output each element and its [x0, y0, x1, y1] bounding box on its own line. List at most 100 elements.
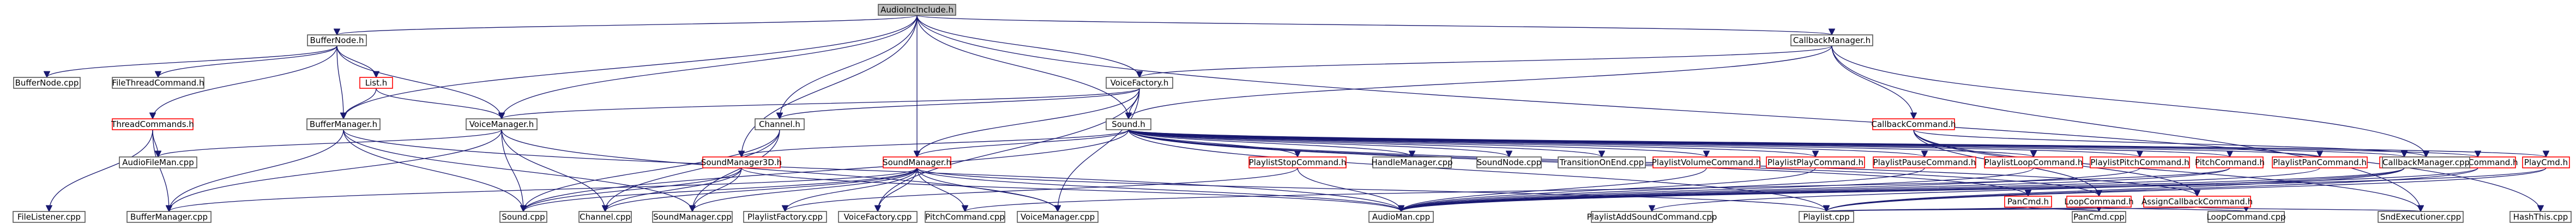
edge-sound-h-to-playlistvolumecommand-h [1128, 129, 1706, 158]
edge-buffernode-h-to-filethreadcommand-h [158, 45, 337, 78]
edge-sound-h-to-playcmd-h [1128, 129, 2546, 157]
edge-callbackmanager-h-to-voicefactory-h [1139, 45, 1832, 78]
node-box-pancmd-h [2004, 196, 2052, 208]
node-pitchcommand-cpp[interactable]: PitchCommand.cpp [925, 211, 1005, 223]
edge-threadcommands-h-to-buffermanager-cpp [152, 129, 169, 211]
node-playlistpitchcommand-h[interactable]: PlaylistPitchCommand.h [2090, 156, 2190, 168]
node-label-loopcommand-h: LoopCommand.h [2064, 197, 2133, 207]
node-playliststopcommand-h[interactable]: PlaylistStopCommand.h [1248, 156, 1347, 168]
node-audiofileman-cpp[interactable]: AudioFileMan.cpp [119, 156, 197, 168]
node-voicefactory-cpp[interactable]: VoiceFactory.cpp [838, 211, 918, 223]
node-label-playlist-cpp: Playlist.cpp [1803, 212, 1849, 222]
node-voicemanager-cpp[interactable]: VoiceManager.cpp [1017, 211, 1099, 223]
node-loopcommand-cpp[interactable]: LoopCommand.cpp [2206, 211, 2286, 223]
node-threadcommands-h[interactable]: ThreadCommands.h [111, 118, 194, 130]
node-label-playlistloopcommand-h: PlaylistLoopCommand.h [1984, 158, 2083, 167]
node-box-pitchcommand-cpp [925, 211, 1005, 223]
edge-sound-h-to-playlist-cpp [1128, 129, 1826, 211]
edge-audioincinclude-h-to-voicemanager-h [502, 15, 918, 119]
node-filelistener-cpp[interactable]: FileListener.cpp [13, 211, 86, 223]
node-playlistpancommand-h[interactable]: PlaylistPanCommand.h [2272, 156, 2368, 168]
edge-soundmanager-h-to-audioman-cpp [916, 167, 1401, 212]
edge-voicefactory-h-to-channel-h [780, 88, 1140, 119]
edge-audioincinclude-h-to-buffernode-h [337, 15, 918, 35]
node-callbackmanager-h[interactable]: CallbackManager.h [1790, 34, 1873, 46]
node-playlistplaycommand-h[interactable]: PlaylistPlayCommand.h [1766, 156, 1865, 168]
node-playlistaddsoundcommand-cpp[interactable]: PlaylistAddSoundCommand.cpp [1587, 211, 1717, 223]
edge-sound-h-to-playlistplaycommand-h [1128, 129, 1815, 158]
node-sndexecutioner-cpp[interactable]: SndExecutioner.cpp [2378, 211, 2464, 223]
node-box-soundnode-cpp [1476, 156, 1542, 168]
node-playlistfactory-cpp[interactable]: PlaylistFactory.cpp [743, 211, 827, 223]
edge-playlistpancommand-h-to-audioman-cpp [1401, 167, 2320, 212]
edge-audioincinclude-h-to-buffermanager-h [343, 15, 918, 119]
node-label-audioincinclude-h: AudioIncInclude.h [880, 5, 954, 15]
edge-sound-h-to-playlistpausecommand-h [1128, 129, 1925, 158]
node-buffernode-cpp[interactable]: BufferNode.cpp [13, 77, 81, 89]
edge-playlistpausecommand-h-to-audioman-cpp [1401, 167, 1925, 212]
edge-soundmanager-h-to-playlist-cpp [916, 167, 1826, 212]
edge-soundmanager-h-to-playlistfactory-cpp [785, 167, 918, 212]
node-label-channel-h: Channel.h [759, 119, 800, 129]
node-voicefactory-h[interactable]: VoiceFactory.h [1106, 77, 1173, 89]
node-transitiononend-cpp[interactable]: TransitionOnEnd.cpp [1558, 156, 1646, 168]
node-label-playlistpausecommand-h: PlaylistPauseCommand.h [1873, 158, 1976, 167]
node-soundmanager3d-h[interactable]: SoundManager3D.h [701, 156, 782, 168]
edge-buffermanager-h-to-audioman-cpp [343, 129, 1401, 211]
node-soundmanager-cpp[interactable]: SoundManager.cpp [652, 211, 733, 223]
node-box-channel-h [755, 118, 805, 130]
node-callbackcommand-h[interactable]: CallbackCommand.h [1871, 118, 1956, 130]
node-audioincinclude-h[interactable]: AudioIncInclude.h [878, 4, 956, 16]
edge-sound-h-to-playlistpitchcommand-h [1128, 129, 2140, 158]
node-buffermanager-cpp[interactable]: BufferManager.cpp [126, 211, 212, 223]
node-soundmanager-h[interactable]: SoundManager.h [883, 156, 951, 168]
node-filethreadcommand-h[interactable]: FileThreadCommand.h [112, 77, 204, 89]
edge-callbackmanager-h-to-callbackcommand-h [1831, 45, 1914, 119]
node-sound-h[interactable]: Sound.h [1106, 118, 1151, 130]
node-box-playlistvolumecommand-h [1652, 156, 1760, 168]
edge-sound-h-to-soundmanager-h [917, 129, 1129, 158]
node-playlistloopcommand-h[interactable]: PlaylistLoopCommand.h [1984, 156, 2083, 168]
node-voicemanager-h[interactable]: VoiceManager.h [466, 118, 538, 130]
node-callbackmanager-cpp[interactable]: CallbackManager.cpp [2382, 156, 2470, 168]
node-audioman-cpp[interactable]: AudioMan.cpp [1368, 211, 1434, 223]
node-channel-cpp[interactable]: Channel.cpp [578, 211, 632, 223]
node-pitchcommand-h[interactable]: PitchCommand.h [2195, 156, 2265, 168]
node-list-h[interactable]: List.h [359, 77, 393, 89]
node-sound-cpp[interactable]: Sound.cpp [499, 211, 547, 223]
node-label-buffernode-h: BufferNode.h [310, 35, 364, 45]
node-playlist-cpp[interactable]: Playlist.cpp [1799, 211, 1854, 223]
edge-hashthis-h-to-playlistaddsoundcommand-cpp [1652, 167, 2405, 212]
node-channel-h[interactable]: Channel.h [755, 118, 805, 130]
node-label-playlistpitchcommand-h: PlaylistPitchCommand.h [2090, 158, 2189, 167]
node-buffermanager-h[interactable]: BufferManager.h [306, 118, 381, 130]
node-soundnode-cpp[interactable]: SoundNode.cpp [1476, 156, 1542, 168]
node-buffernode-h[interactable]: BufferNode.h [307, 34, 367, 46]
edge-playliststopcommand-h-to-audioman-cpp [1297, 167, 1401, 212]
node-loopcommand-h[interactable]: LoopCommand.h [2064, 196, 2134, 208]
node-box-audioincinclude-h [878, 4, 956, 16]
node-box-playlistaddsoundcommand-cpp [1591, 211, 1713, 223]
node-playlistpausecommand-h[interactable]: PlaylistPauseCommand.h [1873, 156, 1976, 168]
node-handlemanager-cpp[interactable]: HandleManager.cpp [1371, 156, 1453, 168]
node-playcmd-h[interactable]: PlayCmd.h [2522, 156, 2570, 168]
node-label-pancmd-cpp: PanCmd.cpp [2073, 212, 2125, 222]
edge-soundmanager-h-to-channel-cpp [605, 167, 918, 212]
edge-pitchcommand-h-to-audioman-cpp [1401, 167, 2230, 212]
node-box-playlistloopcommand-h [1984, 156, 2083, 168]
edge-playlistvolumecommand-h-to-audioman-cpp [1401, 167, 1707, 212]
node-assigncallbackcommand-h[interactable]: AssignCallbackCommand.h [2141, 196, 2253, 208]
node-pancmd-h[interactable]: PanCmd.h [2004, 196, 2052, 208]
edge-soundmanager-h-to-buffermanager-cpp [169, 167, 918, 212]
node-playlistvolumecommand-h[interactable]: PlaylistVolumeCommand.h [1652, 156, 1761, 168]
node-box-sndexecutioner-cpp [2378, 211, 2464, 223]
node-pancmd-cpp[interactable]: PanCmd.cpp [2072, 211, 2126, 223]
node-hashthis-cpp[interactable]: HashThis.cpp [2509, 211, 2572, 223]
node-box-playlist-cpp [1799, 211, 1854, 223]
node-label-playlistaddsoundcommand-cpp: PlaylistAddSoundCommand.cpp [1587, 212, 1717, 222]
edge-callbackcommand-h-to-sndexecutioner-cpp [1913, 129, 2421, 211]
node-label-playliststopcommand-h: PlaylistStopCommand.h [1249, 158, 1347, 167]
node-label-assigncallbackcommand-h: AssignCallbackCommand.h [2141, 197, 2253, 207]
node-box-playlistfactory-cpp [743, 211, 827, 223]
edge-buffernode-h-to-voicemanager-h [336, 45, 502, 119]
